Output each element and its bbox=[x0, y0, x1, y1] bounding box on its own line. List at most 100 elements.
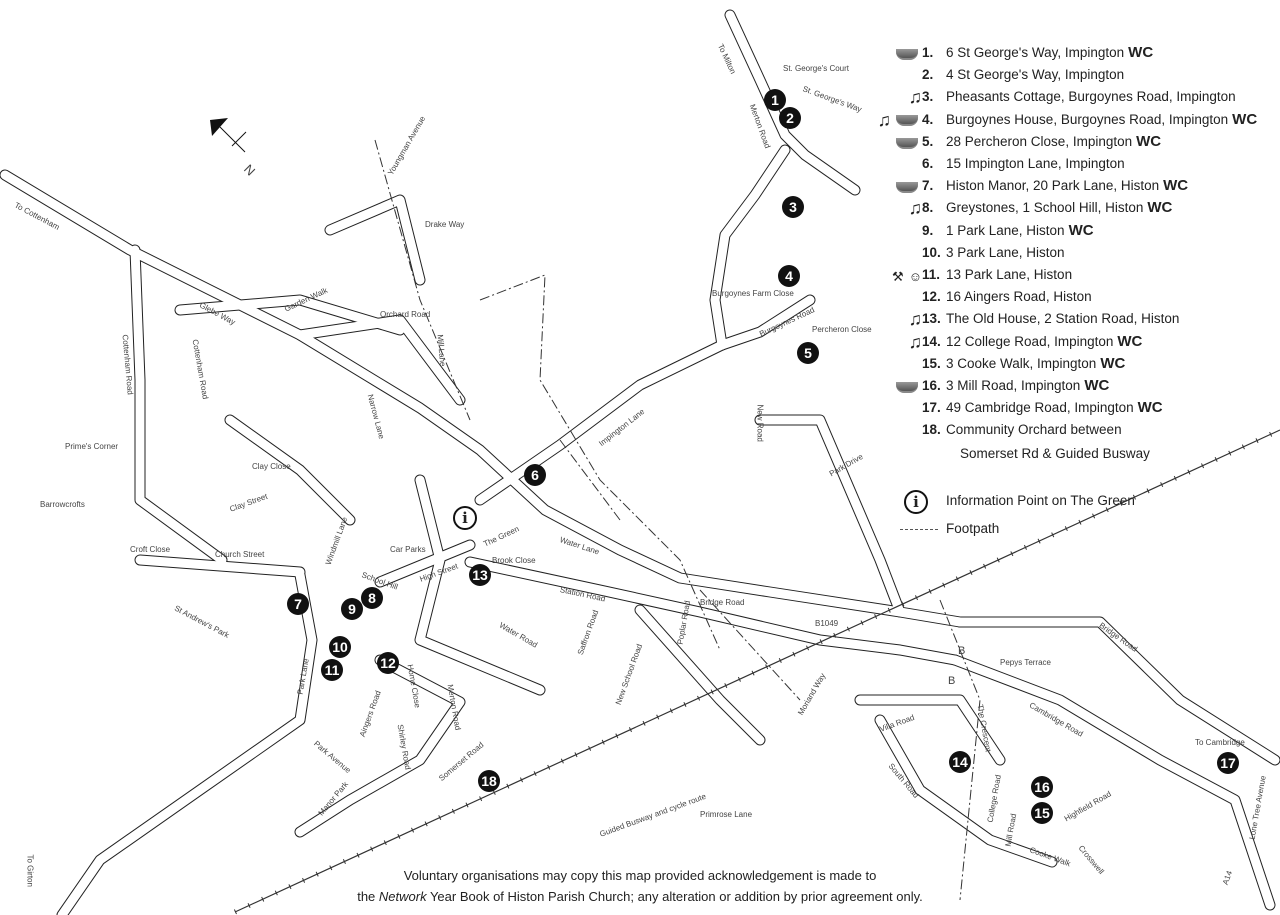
road bbox=[295, 315, 465, 405]
legend-address-text: 15 Impington Lane, Impington bbox=[946, 156, 1125, 171]
road-label: Primrose Lane bbox=[700, 810, 753, 819]
legend-address: 15 Impington Lane, Impington bbox=[946, 153, 1125, 175]
legend-address-text: Burgoynes House, Burgoynes Road, Impingt… bbox=[946, 111, 1229, 127]
legend-address: 3 Park Lane, Histon bbox=[946, 242, 1065, 264]
legend-address-text: 12 College Road, Impington bbox=[946, 333, 1114, 349]
legend-number: 15. bbox=[922, 355, 941, 371]
wc-label: WC bbox=[1232, 110, 1258, 128]
tea-cup-icon bbox=[896, 115, 918, 127]
legend-number: 1. bbox=[922, 45, 934, 60]
tea-cup-icon bbox=[896, 48, 918, 60]
road-label: Church Street bbox=[215, 550, 265, 559]
road bbox=[465, 557, 960, 665]
road bbox=[950, 655, 1275, 910]
legend-address-text: 1 Park Lane, Histon bbox=[946, 222, 1065, 238]
venue-marker-10[interactable]: 10 bbox=[329, 636, 351, 658]
venue-marker-2[interactable]: 2 bbox=[779, 107, 801, 129]
footpath bbox=[699, 589, 801, 701]
road-label: New Road bbox=[755, 404, 765, 442]
legend-address-text: 4 St George's Way, Impington bbox=[946, 67, 1125, 83]
legend-number: 9. bbox=[922, 222, 934, 238]
wc-label: WC bbox=[1068, 221, 1094, 239]
road-label: B bbox=[948, 675, 956, 687]
road bbox=[135, 555, 305, 577]
venue-marker-4[interactable]: 4 bbox=[778, 265, 800, 287]
information-point-icon[interactable]: i bbox=[453, 506, 477, 530]
venue-marker-9[interactable]: 9 bbox=[341, 598, 363, 620]
road bbox=[295, 655, 465, 837]
road-label: St. George's Court bbox=[783, 64, 849, 73]
legend-number: 8. bbox=[922, 200, 934, 216]
road-label: Prime's Corner bbox=[65, 442, 119, 451]
music-note-icon: ♫ bbox=[877, 109, 891, 130]
venue-marker-6[interactable]: 6 bbox=[524, 464, 546, 486]
legend-number: 7. bbox=[922, 178, 934, 194]
venue-marker-8[interactable]: 8 bbox=[361, 587, 383, 609]
venue-marker-18[interactable]: 18 bbox=[478, 770, 500, 792]
legend-address: Pheasants Cottage, Burgoynes Road, Impin… bbox=[946, 86, 1236, 108]
venue-marker-14[interactable]: 14 bbox=[949, 751, 971, 773]
legend-number: 2. bbox=[922, 67, 934, 83]
legend-number: 11. bbox=[922, 267, 941, 282]
venue-marker-17[interactable]: 17 bbox=[1217, 752, 1239, 774]
legend-address-text: 3 Cooke Walk, Impington bbox=[946, 355, 1097, 371]
road-label: Clay Close bbox=[252, 462, 291, 471]
road-label: Brook Close bbox=[492, 556, 536, 565]
legend-footpath-label: Footpath bbox=[946, 521, 1000, 536]
wc-label: WC bbox=[1163, 177, 1189, 195]
legend-address: The Old House, 2 Station Road, Histon bbox=[946, 308, 1179, 330]
venue-marker-5[interactable]: 5 bbox=[797, 342, 819, 364]
wc-label: WC bbox=[1128, 44, 1154, 61]
legend-number: 10. bbox=[922, 244, 941, 260]
road-label: Percheron Close bbox=[812, 325, 872, 334]
road bbox=[325, 195, 425, 285]
venue-marker-1[interactable]: 1 bbox=[764, 89, 786, 111]
music-note-icon: ♫ bbox=[908, 331, 923, 352]
legend-address-text: Pheasants Cottage, Burgoynes Road, Impin… bbox=[946, 89, 1236, 105]
footpath bbox=[559, 439, 621, 521]
wc-label: WC bbox=[1117, 332, 1143, 350]
legend-address: Burgoynes House, Burgoynes Road, Impingt… bbox=[946, 109, 1257, 131]
road bbox=[710, 145, 790, 350]
footpath-line-icon bbox=[900, 529, 938, 530]
venue-marker-16[interactable]: 16 bbox=[1031, 776, 1053, 798]
road-label: B bbox=[958, 645, 966, 657]
legend-number: 5. bbox=[922, 133, 934, 149]
venue-marker-3[interactable]: 3 bbox=[782, 196, 804, 218]
venue-marker-7[interactable]: 7 bbox=[287, 593, 309, 615]
road bbox=[635, 605, 765, 745]
venue-marker-12[interactable]: 12 bbox=[377, 652, 399, 674]
road bbox=[717, 295, 815, 350]
spade-icon: ⚒ bbox=[892, 269, 904, 284]
tea-cup-icon bbox=[896, 381, 918, 393]
legend-address: 4 St George's Way, Impington bbox=[946, 64, 1124, 86]
venue-marker-13[interactable]: 13 bbox=[469, 564, 491, 586]
legend-address-text: 13 Park Lane, Histon bbox=[946, 267, 1073, 282]
tea-cup-icon bbox=[896, 137, 918, 149]
road-label: Croft Close bbox=[130, 545, 171, 554]
legend-number: 12. bbox=[922, 289, 941, 305]
road bbox=[855, 695, 1005, 765]
venue-marker-11[interactable]: 11 bbox=[321, 659, 343, 681]
footer-text: the bbox=[357, 889, 379, 904]
legend-number: 3. bbox=[922, 89, 934, 105]
legend-info-icon: i bbox=[904, 490, 928, 514]
venue-marker-15[interactable]: 15 bbox=[1031, 802, 1053, 824]
legend-address: Community Orchard between bbox=[946, 419, 1122, 441]
road-label: Drake Way bbox=[425, 220, 465, 229]
footpath bbox=[374, 139, 471, 421]
legend-address: 13 Park Lane, Histon bbox=[946, 264, 1072, 286]
north-arrow bbox=[210, 118, 247, 153]
footer-line-2: the Network Year Book of Histon Parish C… bbox=[0, 889, 1280, 904]
road-label: Bridge Road bbox=[700, 598, 745, 607]
road-label: Car Parks bbox=[390, 545, 426, 554]
legend-address-text: 16 Aingers Road, Histon bbox=[946, 289, 1092, 305]
legend-item-18-line2: Somerset Rd & Guided Busway bbox=[960, 446, 1150, 461]
music-note-icon: ♫ bbox=[908, 309, 923, 330]
